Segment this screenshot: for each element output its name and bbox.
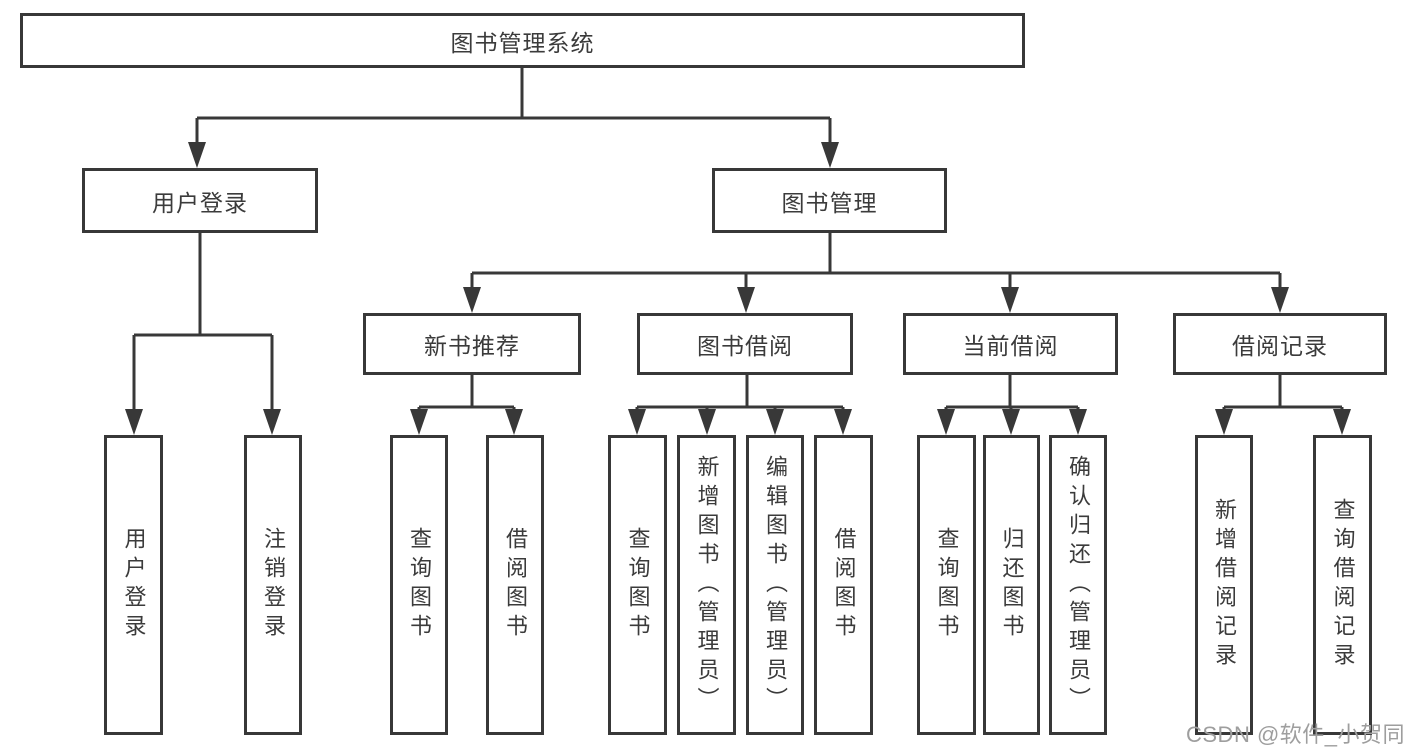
arrowheads xyxy=(125,142,1351,435)
node-root-system: 图书管理系统 xyxy=(20,13,1025,68)
leaf-borrow-books-recommend: 借阅图书 xyxy=(486,435,544,735)
leaf-label: 注销登录 xyxy=(261,527,286,643)
leaf-confirm-return-admin: 确认归还（管理员） xyxy=(1049,435,1107,735)
leaf-logout: 注销登录 xyxy=(244,435,302,735)
leaf-label: 归还图书 xyxy=(999,527,1025,643)
node-book-borrow: 图书借阅 xyxy=(637,313,853,375)
leaf-query-borrow-record: 查询借阅记录 xyxy=(1313,435,1372,735)
leaf-add-borrow-record: 新增借阅记录 xyxy=(1195,435,1253,735)
node-new-book-recommend: 新书推荐 xyxy=(363,313,581,375)
leaf-query-books-recommend: 查询图书 xyxy=(390,435,448,735)
leaf-add-books-admin: 新增图书（管理员） xyxy=(677,435,736,735)
leaf-label: 新增图书（管理员） xyxy=(694,454,720,716)
leaf-label: 用户登录 xyxy=(121,527,147,643)
leaf-label: 查询图书 xyxy=(934,527,960,643)
leaf-label: 查询图书 xyxy=(625,527,651,643)
leaf-label: 查询图书 xyxy=(407,527,432,643)
leaf-label: 新增借阅记录 xyxy=(1212,498,1237,672)
leaf-label: 借阅图书 xyxy=(831,527,857,643)
csdn-watermark: CSDN @软件_小贺同学 xyxy=(1186,722,1405,747)
leaf-label: 确认归还（管理员） xyxy=(1066,454,1091,716)
leaf-borrow-books: 借阅图书 xyxy=(814,435,873,735)
node-current-borrow: 当前借阅 xyxy=(903,313,1118,375)
leaf-label: 编辑图书（管理员） xyxy=(763,454,788,716)
leaf-return-books: 归还图书 xyxy=(983,435,1040,735)
node-book-management: 图书管理 xyxy=(712,168,947,233)
leaf-user-login: 用户登录 xyxy=(104,435,163,735)
leaf-query-books-borrow: 查询图书 xyxy=(608,435,667,735)
leaf-label: 查询借阅记录 xyxy=(1330,498,1356,672)
node-user-login: 用户登录 xyxy=(82,168,318,233)
leaf-query-books-current: 查询图书 xyxy=(917,435,976,735)
leaf-edit-books-admin: 编辑图书（管理员） xyxy=(746,435,804,735)
leaf-label: 借阅图书 xyxy=(503,527,528,643)
node-borrow-records: 借阅记录 xyxy=(1173,313,1387,375)
